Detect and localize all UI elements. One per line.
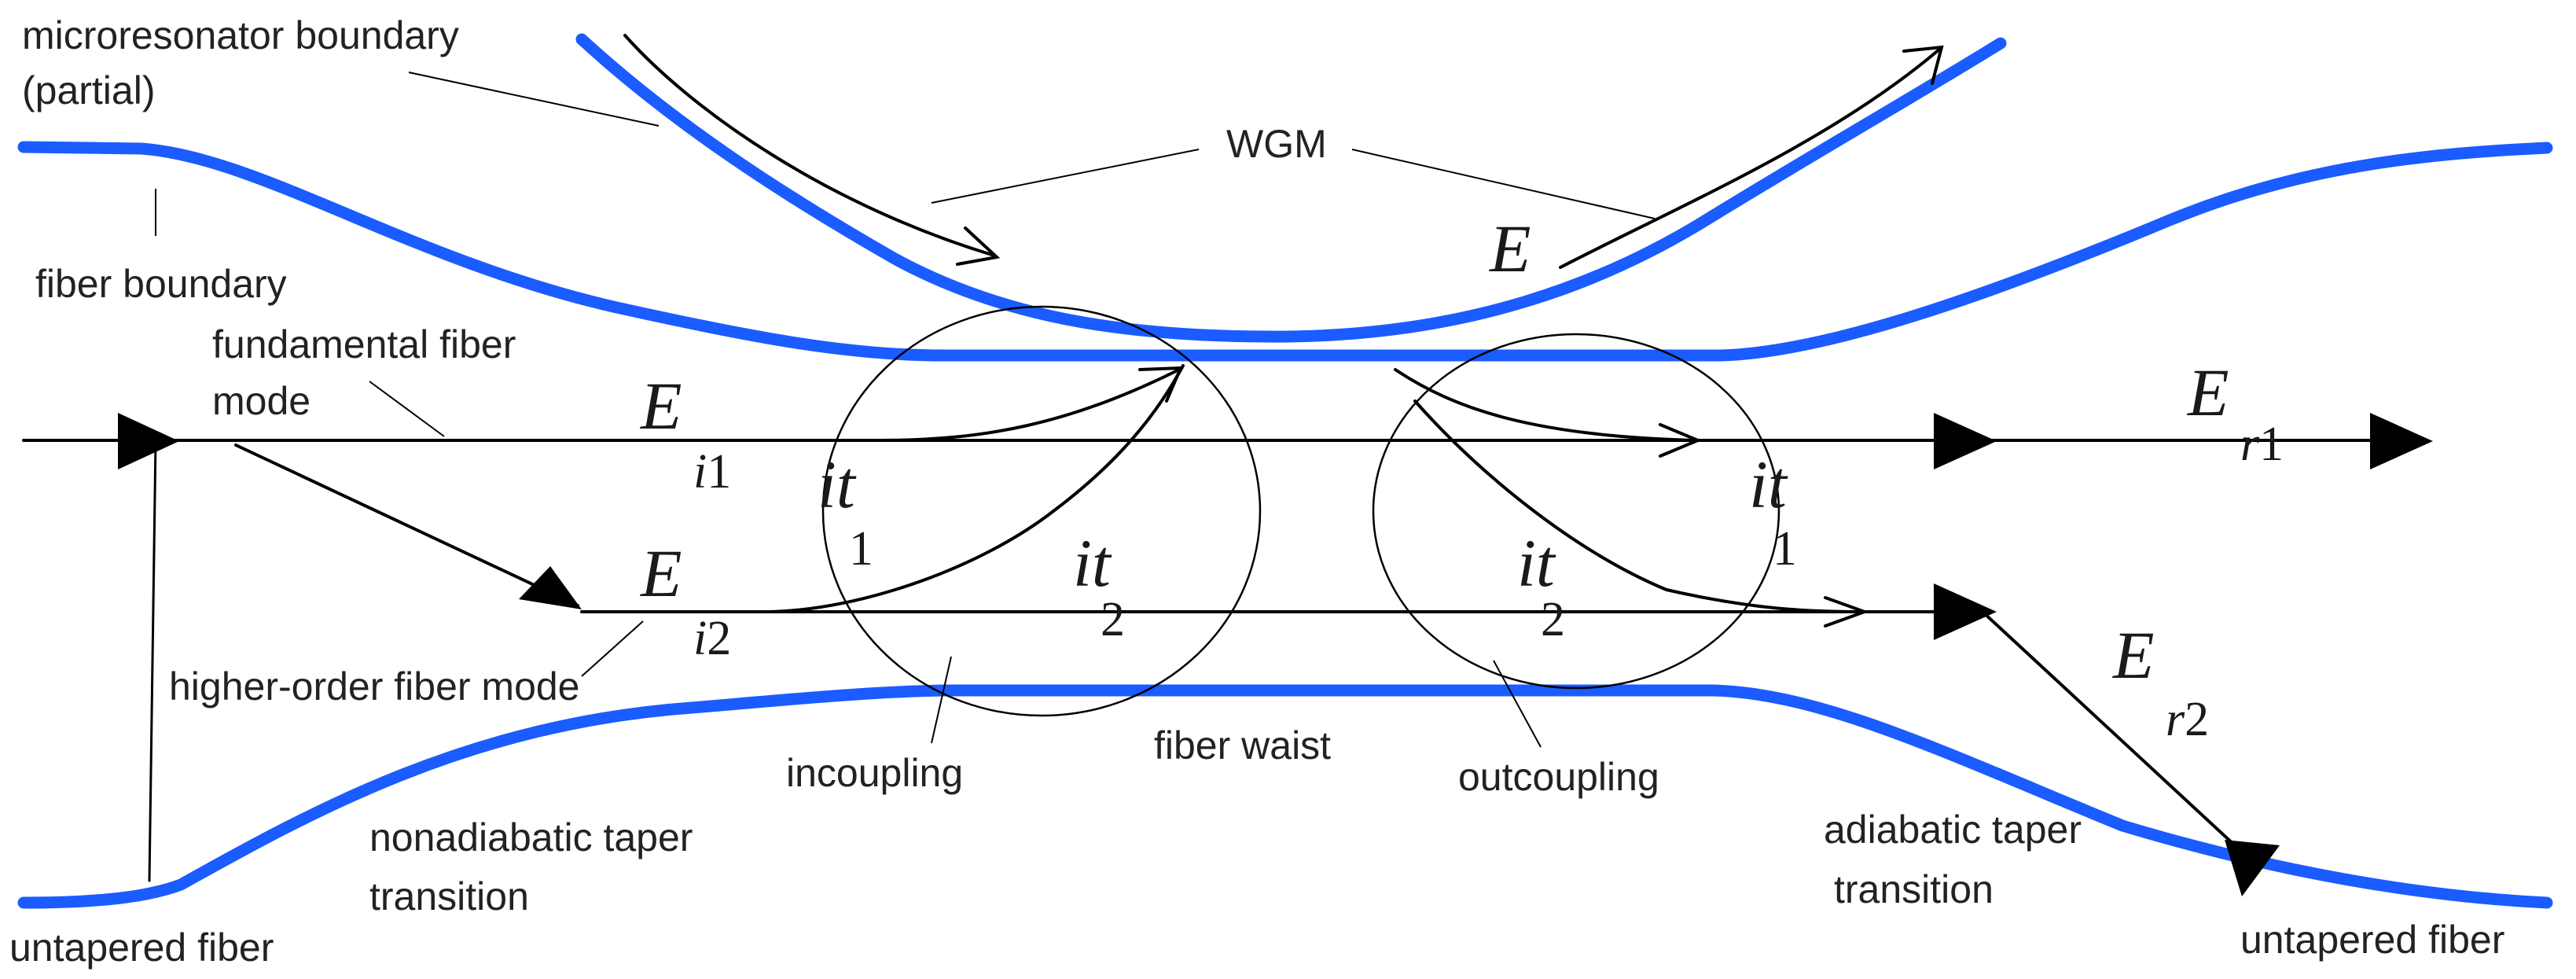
symbol-it2-in-sub: 2 [1101,593,1125,646]
leader-fundamental-mode [369,381,445,437]
label-outcoupling: outcoupling [1458,755,1659,799]
label-adiabatic-1: adiabatic taper [1824,808,2082,852]
symbol-E-r2-sub: r2 [2166,693,2209,746]
arrowhead-input [118,413,179,469]
label-fundamental-mode-2: mode [212,379,311,423]
symbol-E-i1-sub: i1 [693,445,731,499]
arrowhead-er1 [2370,413,2433,469]
symbol-E-r1-sub: r1 [2240,418,2284,471]
wgm-incoming-arrowhead [956,226,1001,266]
label-adiabatic-2: transition [1834,867,1994,911]
outcoupling-curve-1 [1394,368,1700,442]
label-nonadiabatic-1: nonadiabatic taper [369,815,693,859]
text-labels: microresonator boundary (partial) WGM fi… [9,13,2504,970]
outcoupling-curve-2 [1413,399,1865,613]
arrowhead-fundamental-output [1934,413,1997,469]
arrowhead-higher-order-output [1934,583,1997,640]
mode-conversion-line [234,443,579,607]
label-incoupling: incoupling [786,751,963,795]
label-microresonator-boundary: microresonator boundary [22,13,459,57]
symbol-it2-out-main: it [1517,525,1556,601]
label-fiber-waist: fiber waist [1154,723,1331,767]
symbol-E-r2-sub-num: 2 [2185,693,2209,746]
label-partial: (partial) [22,68,155,112]
leader-incoupling [931,656,952,744]
symbol-it2-in-main: it [1073,525,1112,601]
symbol-E-r2-main: E [2111,617,2155,693]
symbol-E-r1-sub-letter: r [2240,418,2260,471]
incoupling-curve-2 [769,364,1185,613]
leader-wgm-right [1351,149,1655,219]
leader-higher-order-mode [581,620,644,677]
incoupling-curve-1 [879,368,1181,442]
field-lines [22,34,2391,882]
label-fundamental-mode-1: fundamental fiber [212,322,516,366]
symbol-E-i2-sub: i2 [693,612,731,665]
leader-lines [155,72,1655,748]
wgm-outgoing-arrow [1559,47,1942,269]
label-nonadiabatic-2: transition [369,874,529,918]
symbol-it1-in-sub: 1 [849,522,873,576]
label-higher-order-mode: higher-order fiber mode [169,664,580,708]
symbol-E-i2-main: E [639,536,682,611]
symbol-it1-in-main: it [818,447,857,522]
outcoupling-ellipse [1372,333,1780,690]
microresonator-boundary [575,33,2007,343]
arrowhead-higher-order [519,566,582,609]
wgm-incoming-arrow [623,34,996,257]
arrowhead-er2 [2225,840,2280,896]
symbol-E-i2-sub-num: 2 [707,612,731,665]
fiber-boundary-vertical [148,439,157,882]
label-wgm: WGM [1226,122,1327,166]
label-fiber-boundary: fiber boundary [35,262,287,306]
symbol-E-r1-sub-num: 1 [2259,418,2284,471]
leader-wgm-left [931,149,1200,204]
boundaries [17,33,2553,909]
outcoupling-arrowhead-1 [1659,423,1703,458]
symbol-E-i2-sub-letter: i [693,612,707,665]
fiber-boundary-top [17,141,2553,362]
symbol-E-wgm: E [1488,211,1531,286]
label-untapered-left: untapered fiber [9,926,274,970]
symbol-E-i1-sub-num: 1 [707,445,731,499]
label-untapered-right: untapered fiber [2240,918,2504,962]
fiber-boundary-bottom [17,684,2553,909]
symbol-E-i1-sub-letter: i [693,445,707,499]
leader-microresonator [408,72,660,127]
math-symbols: E E i1 E i2 E r1 E r2 it 1 it 2 it 2 it … [639,211,2284,746]
incoupling-ellipse [821,305,1262,717]
outcoupling-arrowhead-2 [1824,596,1869,628]
wgm-outgoing-arrowhead [1902,45,1944,85]
symbol-E-i1-main: E [639,368,682,443]
symbol-it2-out-sub: 2 [1541,593,1565,646]
symbol-E-r1-main: E [2186,355,2229,430]
coupling-regions [821,305,1780,717]
output-diagonal-line [1981,610,2258,867]
leader-outcoupling [1493,660,1542,748]
symbol-it1-out-sub: 1 [1773,522,1797,576]
symbol-E-r2-sub-letter: r [2166,693,2185,746]
filled-arrowheads [118,413,2433,896]
symbol-it1-out-main: it [1749,447,1788,522]
